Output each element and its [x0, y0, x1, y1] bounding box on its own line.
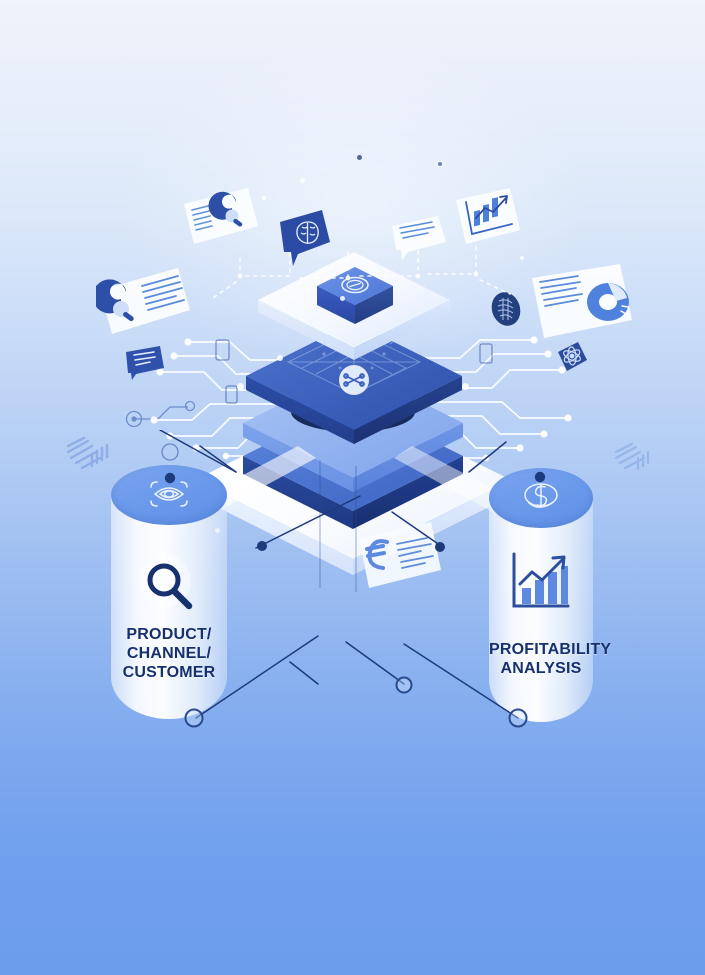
bar-chart-growth-icon: [465, 195, 513, 236]
card-message[interactable]: [388, 214, 450, 266]
magnifier-search-icon: [96, 279, 134, 322]
scatter-dot: [300, 178, 305, 183]
glow-dot-right: [462, 383, 469, 390]
barcode-mark-left: [66, 436, 109, 470]
dotted-connectors: [209, 245, 511, 301]
card-search-left[interactable]: [96, 262, 196, 342]
node-wire-decoration: [125, 400, 196, 428]
shield-badge-icon: [341, 276, 369, 294]
card-chat-small[interactable]: [122, 342, 168, 384]
pillar-right-body: [489, 498, 593, 722]
euro-currency-icon: [365, 539, 389, 570]
brain-icon: [296, 221, 319, 244]
card-brain-bubble[interactable]: [274, 208, 334, 272]
card-donut[interactable]: [528, 262, 638, 350]
card-bar-chart[interactable]: [452, 186, 524, 260]
scatter-dot: [357, 155, 362, 160]
magnifier-search-icon: [208, 191, 243, 227]
glow-dot-mid: [277, 355, 283, 361]
pillar-right[interactable]: PROFITABILITY ANALYSIS: [489, 468, 612, 722]
pillar-left-label-line-1: PRODUCT/: [126, 626, 212, 643]
pillar-left-label-line-3: CUSTOMER: [122, 664, 216, 681]
chip-atom[interactable]: [552, 338, 592, 376]
pillar-left-label-line-2: CHANNEL/: [126, 645, 212, 662]
pillar-right-label-line-2: ANALYSIS: [500, 660, 582, 677]
scatter-dot: [520, 256, 524, 260]
stack-layer-processing: [246, 322, 462, 444]
scatter-dot: [340, 296, 345, 301]
core-top-cube[interactable]: [312, 264, 398, 338]
fingerprint-scan-icon: [150, 481, 188, 507]
scatter-dot: [438, 162, 442, 166]
barcode-mark-right: [614, 442, 650, 471]
magnifier-search-icon: [139, 555, 193, 610]
chip-brain[interactable]: [486, 288, 526, 330]
money-hand-icon: [524, 483, 558, 508]
scatter-dot: [470, 206, 475, 211]
pillar-left-label: PRODUCT/ CHANNEL/ CUSTOMER: [111, 625, 227, 682]
glow-dot-left: [237, 383, 244, 390]
pillar-right-label: PROFITABILITY ANALYSIS: [489, 640, 612, 678]
scatter-dot: [262, 196, 266, 200]
connector-lines: [159, 430, 546, 728]
donut-chart-icon: [587, 283, 629, 321]
pillar-right-label-line-1: PROFITABILITY: [489, 641, 612, 658]
bar-chart-growth-icon: [512, 552, 570, 608]
pillar-left-body: [111, 495, 227, 719]
card-euro[interactable]: [355, 518, 447, 598]
card-search-top[interactable]: [178, 186, 264, 256]
